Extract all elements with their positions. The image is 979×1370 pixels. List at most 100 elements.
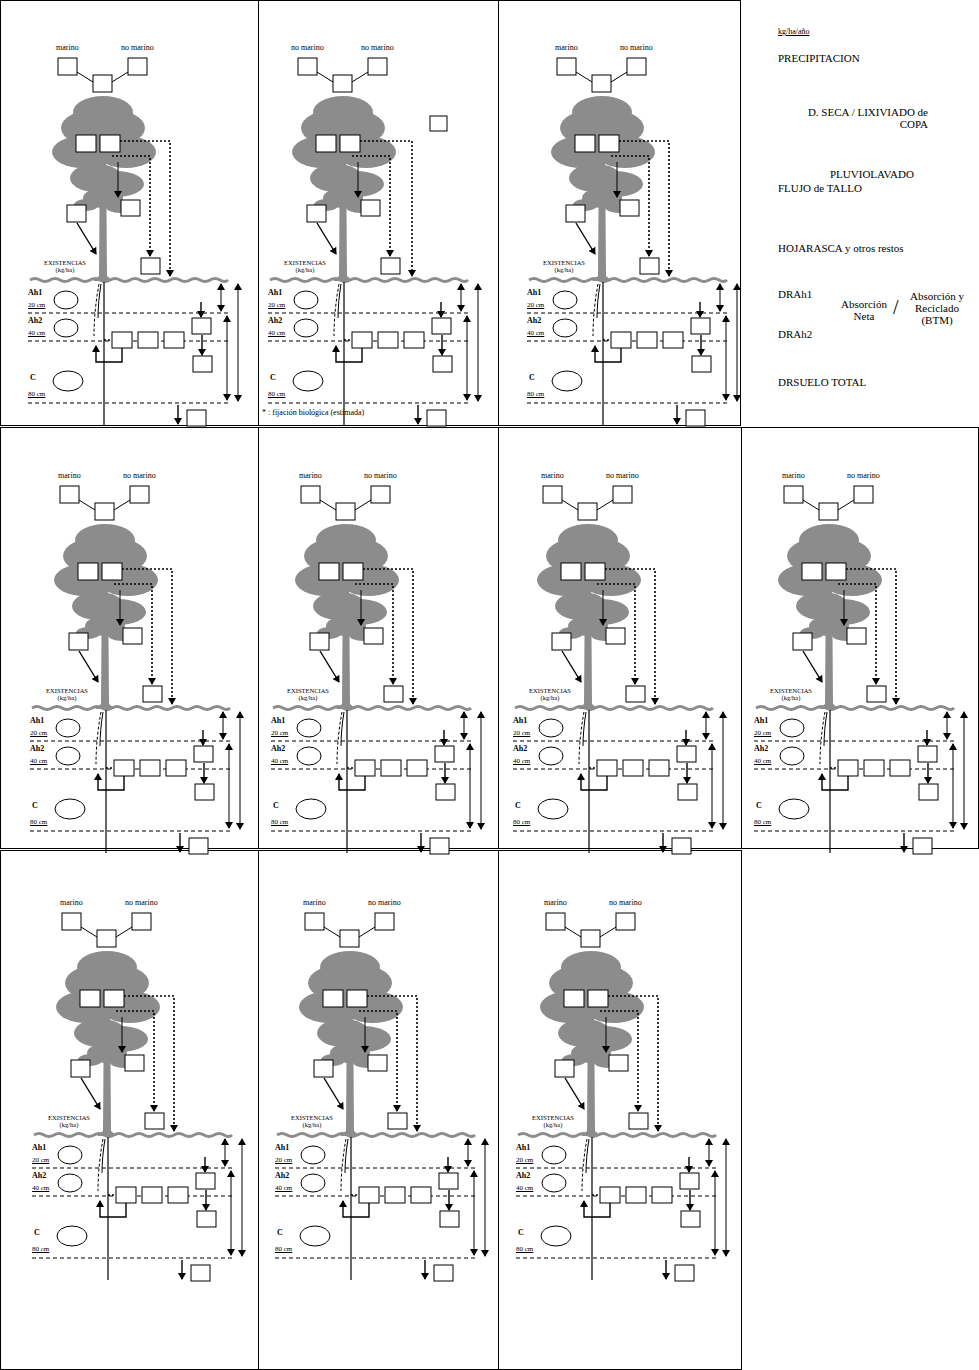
empty-box (606, 628, 625, 644)
flow-line (830, 767, 838, 769)
empty-box (609, 1055, 628, 1071)
empty-box (434, 1265, 453, 1281)
flow-line (352, 72, 368, 82)
empty-box (432, 318, 451, 334)
empty-box (195, 784, 214, 800)
root-line (586, 1139, 589, 1173)
tree-trunk (97, 995, 117, 1136)
flow-line (116, 1011, 154, 1111)
label: FLUJO de TALLO (778, 182, 862, 194)
empty-box (890, 760, 910, 776)
flow-line (367, 996, 417, 1131)
flow-line (591, 1137, 592, 1280)
tree-panel (268, 58, 478, 426)
stock-ellipse (294, 319, 318, 337)
flow-line (474, 1171, 475, 1255)
label: Ah2 (268, 317, 282, 326)
empty-box (140, 760, 160, 776)
empty-box (93, 75, 112, 92)
flow-line (720, 284, 721, 311)
empty-box (546, 913, 565, 930)
root-line (100, 712, 103, 746)
stock-ellipse (294, 291, 318, 309)
flow-line (926, 730, 927, 745)
stock-ellipse (553, 291, 577, 309)
empty-box (196, 1173, 215, 1189)
stock-ellipse (56, 719, 80, 737)
label: 40 cm (513, 758, 530, 766)
empty-box (919, 784, 938, 800)
panel-divider (498, 851, 499, 1370)
empty-box (187, 410, 206, 426)
flow-line (317, 72, 333, 82)
label: Absorción y Reciclado (BTM) (901, 290, 973, 326)
empty-box (686, 410, 705, 426)
label: Ah2 (516, 1172, 530, 1181)
empty-box (340, 930, 359, 947)
flow-line (754, 831, 954, 832)
label: C (277, 1229, 283, 1238)
stock-ellipse (542, 1146, 566, 1164)
flow-line (964, 712, 965, 829)
label: 20 cm (268, 302, 285, 310)
flow-line (715, 1171, 716, 1255)
flow-line (81, 927, 97, 937)
flow-line (268, 313, 468, 314)
empty-box (838, 760, 858, 776)
flow-line (589, 767, 597, 769)
label: 40 cm (516, 1185, 533, 1193)
label: C (515, 802, 521, 811)
empty-box (611, 332, 631, 348)
empty-box (649, 760, 669, 776)
flow-line (122, 1017, 123, 1052)
label: Ah1 (275, 1144, 289, 1153)
empty-box (640, 258, 659, 274)
tree-trunk (93, 140, 113, 281)
empty-box (566, 205, 585, 222)
empty-box (141, 258, 160, 274)
stock-ellipse (296, 799, 326, 819)
empty-box (347, 990, 367, 1007)
stock-ellipse (53, 371, 83, 391)
flow-line (104, 339, 112, 341)
flow-line (268, 403, 468, 404)
label: C (529, 374, 535, 383)
empty-box (116, 1187, 136, 1203)
label: Ah1 (28, 289, 42, 298)
label: marino (58, 472, 81, 481)
label: no marino (361, 44, 394, 53)
empty-box (440, 1211, 459, 1227)
empty-box (561, 563, 581, 580)
tree-trunk (95, 568, 115, 709)
empty-box (430, 838, 449, 854)
stock-ellipse (56, 747, 80, 765)
empty-box (784, 486, 803, 503)
empty-box (588, 990, 608, 1007)
panel-divider (258, 428, 259, 849)
tree-panel (28, 58, 238, 426)
flow-line (605, 569, 655, 704)
empty-box (121, 200, 140, 216)
empty-box (575, 135, 595, 152)
empty-box (585, 563, 605, 580)
label: no marino (609, 899, 642, 908)
flow-line (77, 223, 96, 254)
empty-box (132, 913, 151, 930)
flow-line (77, 72, 93, 82)
flow-line (584, 1201, 610, 1217)
litter-layer (32, 707, 230, 710)
label: 20 cm (30, 730, 47, 738)
flow-line (602, 282, 603, 425)
flow-line (481, 712, 482, 829)
empty-box (301, 486, 320, 503)
empty-box (378, 332, 398, 348)
flow-line (516, 1168, 716, 1169)
label: EXISTENCIAS (kg/ha) (278, 259, 332, 273)
empty-box (123, 628, 142, 644)
tree-trunk (333, 140, 353, 281)
label: 40 cm (268, 330, 285, 338)
flow-line (685, 730, 686, 745)
litter-layer (270, 279, 468, 282)
litter-layer (518, 1134, 716, 1137)
